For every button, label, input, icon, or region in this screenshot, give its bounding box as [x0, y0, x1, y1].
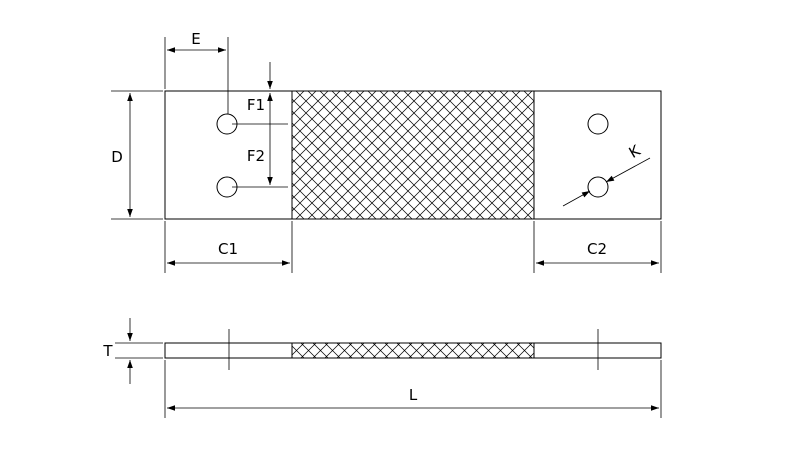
dimension-l: L: [164, 360, 662, 418]
braid-crosshatch-side: [292, 343, 534, 358]
dimension-label-c1: C1: [218, 240, 238, 258]
dimension-label-d: D: [111, 148, 123, 166]
dimension-label-c2: C2: [587, 240, 607, 258]
dimension-c2: C2: [533, 221, 662, 273]
top-view-outline: [164, 90, 662, 220]
braid-crosshatch-top: [292, 91, 534, 219]
dimension-label-k: K: [626, 141, 645, 162]
dimension-label-f1: F1: [247, 96, 265, 114]
dimension-f1-f2: F1 F2: [232, 62, 288, 188]
dimension-e: E: [164, 30, 229, 114]
side-view-outline: [164, 342, 662, 359]
dimension-k: K: [562, 141, 651, 207]
dimension-label-f2: F2: [247, 147, 265, 165]
dimension-c1: C1: [164, 221, 293, 273]
dimension-t: T: [102, 318, 163, 384]
side-view: [164, 329, 662, 370]
mounting-hole-right-upper: [587, 113, 609, 135]
dimension-label-l: L: [409, 386, 418, 404]
mounting-hole-right-lower: [587, 176, 609, 198]
top-view: [164, 90, 662, 220]
dimension-d: D: [111, 90, 163, 220]
dimension-label-t: T: [102, 342, 113, 360]
dimension-label-e: E: [191, 30, 200, 48]
